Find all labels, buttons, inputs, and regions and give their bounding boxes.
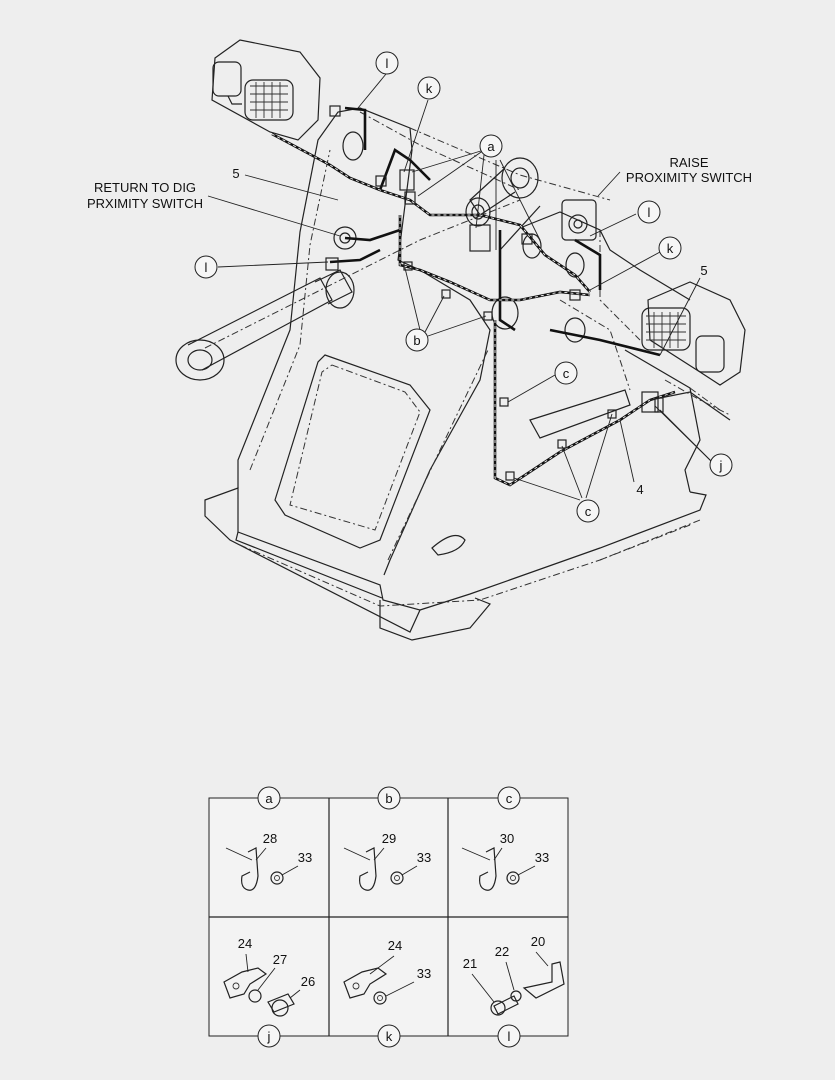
callout-c-mid-text: c (563, 366, 570, 381)
raise-switch-label-1: RAISE (669, 155, 708, 170)
callout-k-top-text: k (426, 81, 433, 96)
detail-k-part-2: 33 (417, 966, 431, 981)
lift-cylinder (175, 199, 521, 381)
detail-c-part-1: 30 (500, 831, 514, 846)
detail-j-letter: j (267, 1029, 271, 1044)
callout-j (709, 453, 733, 477)
detail-k-part-1: 24 (388, 938, 402, 953)
detail-grid: a 28 33 b 29 33 c 30 33 (208, 786, 569, 1048)
loader-arm-assembly: l k a l b c c l k j 5 5 4 RETURN TO DIG … (87, 39, 752, 641)
item-5-left: 5 (232, 166, 239, 181)
detail-j-part-1: 24 (238, 936, 252, 951)
detail-a-letter: a (265, 791, 273, 806)
detail-a-part-1: 28 (263, 831, 277, 846)
callout-k-right-text: k (667, 241, 674, 256)
detail-cell-b: b 29 33 (343, 786, 431, 891)
callout-c-low (576, 499, 600, 523)
tilt-links (465, 157, 541, 251)
detail-l-part-1: 21 (463, 956, 477, 971)
work-light-left (211, 39, 321, 141)
callout-k-right (658, 236, 682, 260)
detail-cell-a: a 28 33 (225, 786, 312, 891)
base-plate (204, 487, 421, 633)
return-to-dig-label-1: RETURN TO DIG (94, 180, 196, 195)
item-5-right: 5 (700, 263, 707, 278)
detail-cell-j: j 24 27 26 (223, 936, 315, 1048)
callout-a-text: a (487, 139, 495, 154)
raise-switch-label-2: PROXIMITY SWITCH (626, 170, 752, 185)
raise-switch (561, 199, 597, 241)
callout-b-text: b (413, 333, 420, 348)
callouts: l k a l b c c l k j 5 5 4 RETURN TO DIG … (87, 51, 752, 523)
detail-l-part-2: 22 (495, 944, 509, 959)
callout-c-low-text: c (585, 504, 592, 519)
detail-b-letter: b (385, 791, 392, 806)
detail-b-part-2: 33 (417, 850, 431, 865)
callout-l-left-text: l (205, 260, 208, 275)
detail-k-letter: k (386, 1029, 393, 1044)
detail-cell-k: k 24 33 (343, 938, 431, 1048)
callout-l-top-text: l (386, 56, 389, 71)
harness-clips (325, 105, 664, 481)
frame-window (274, 354, 431, 549)
callout-a (479, 134, 503, 158)
detail-c-part-2: 33 (535, 850, 549, 865)
item-4: 4 (636, 482, 643, 497)
callout-c-mid (554, 361, 578, 385)
work-light-right (641, 281, 746, 386)
callout-l-top (375, 51, 399, 75)
detail-l-letter: l (508, 1029, 511, 1044)
callout-l-right-text: l (648, 205, 651, 220)
arm-frame (237, 107, 491, 576)
detail-j-part-3: 26 (301, 974, 315, 989)
detail-b-part-1: 29 (382, 831, 396, 846)
pivot-ring (342, 131, 364, 161)
detail-j-part-2: 27 (273, 952, 287, 967)
callout-b (405, 328, 429, 352)
detail-l-part-3: 20 (531, 934, 545, 949)
callout-l-right (637, 200, 661, 224)
detail-a-part-2: 33 (298, 850, 312, 865)
return-to-dig-label-2: PRXIMITY SWITCH (87, 196, 203, 211)
callout-j-text: j (719, 458, 723, 473)
detail-c-letter: c (506, 791, 513, 806)
detail-cell-l: l 21 22 20 (463, 934, 565, 1048)
callout-l-left (194, 255, 218, 279)
leader-lines (207, 73, 713, 501)
detail-cell-c: c 30 33 (461, 786, 549, 891)
wiring-harness (271, 106, 731, 487)
callout-k-top (417, 76, 441, 100)
